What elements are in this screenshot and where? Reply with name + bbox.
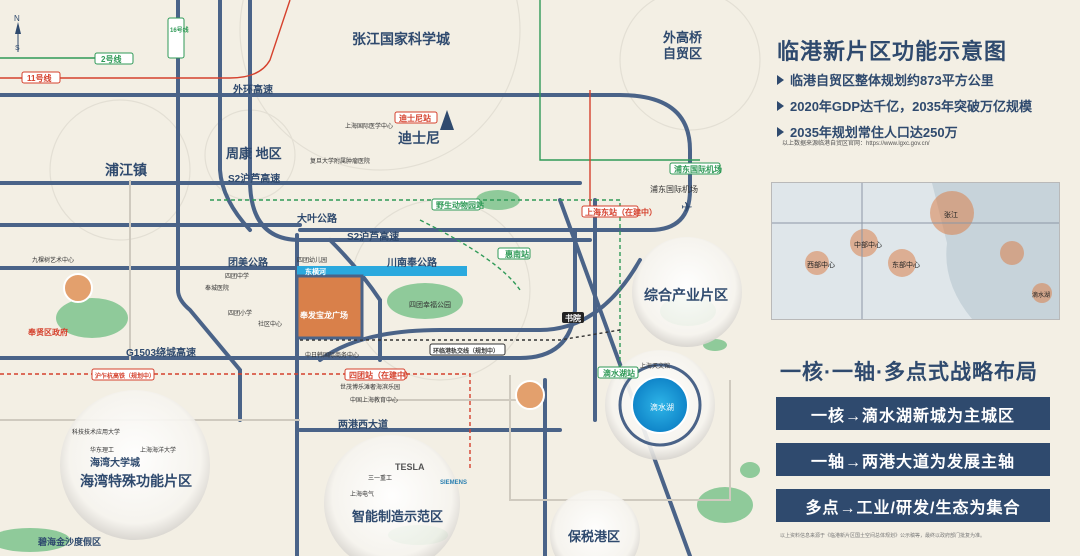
poi-community: 社区中心 bbox=[258, 320, 282, 328]
road-label-g1503: G1503绕城高速 bbox=[126, 346, 196, 359]
poi-project-main: 奉发宝龙广场 bbox=[299, 310, 348, 320]
poi-sany: 三一重工 bbox=[368, 474, 392, 482]
bubble-zonghe bbox=[632, 237, 742, 347]
airplane-icon: ✈ bbox=[681, 199, 693, 215]
poi-bihaijin: 碧海金沙度假区 bbox=[37, 536, 101, 547]
label-zhangjiang: 张江国家科学城 bbox=[352, 31, 450, 47]
poi-fengxian-gov: 奉贤区政府 bbox=[27, 327, 68, 337]
road-vertical-left bbox=[176, 0, 242, 422]
triangle-icon bbox=[777, 127, 784, 137]
inset-map-svg: 张江 东部中心 中部中心 西部中心 滴水湖 bbox=[772, 183, 1059, 319]
bullet-1: 临港自贸区整体规划约873平方公里 bbox=[777, 70, 1032, 89]
poi-hospital-f: 奉城医院 bbox=[205, 284, 229, 292]
poi-sitian-park: 四团幸福公园 bbox=[409, 300, 451, 309]
panel-title: 临港新片区功能示意图 bbox=[777, 39, 1008, 64]
strategy-title: 一核·一轴·多点式战略布局 bbox=[780, 361, 1038, 384]
road-label-chuannan: 川南奉公路 bbox=[386, 256, 438, 269]
poi-shiji: 世茂博乐滩奢海滨乐园 bbox=[340, 383, 400, 391]
triangle-icon bbox=[777, 101, 784, 111]
poi-primary: 四团小学 bbox=[228, 309, 252, 317]
dishui-lake bbox=[631, 376, 689, 434]
inset-dishui: 滴水湖 bbox=[1032, 291, 1050, 299]
label-waigaoqiao-2: 自贸区 bbox=[663, 46, 702, 61]
poi-tianwen: 上海天文馆 bbox=[640, 362, 670, 370]
label-haiwan: 海湾特殊功能片区 bbox=[80, 473, 192, 489]
poi-kindergarten: 四团幼儿园 bbox=[297, 256, 327, 264]
inset-zhangjiang: 张江 bbox=[944, 210, 958, 219]
strategy-box-3: 多点→工业/研发/生态为集合 bbox=[776, 489, 1050, 522]
poi-child: 上海国际医学中心 bbox=[345, 122, 393, 130]
metro-huanlin: 环临港轨交线（规划中） bbox=[433, 347, 499, 355]
label-pujiang: 浦江镇 bbox=[105, 162, 147, 178]
metro-fengxian: 沪乍杭高铁（规划中） bbox=[95, 372, 155, 380]
inset-zhongbu: 中部中心 bbox=[854, 240, 882, 249]
inset-xibu: 西部中心 bbox=[807, 260, 835, 269]
poi-yuehu: 中日韩国际商务中心 bbox=[305, 351, 359, 359]
poi-kejia: 科技技术应用大学 bbox=[72, 428, 120, 436]
panel-bullets: 临港自贸区整体规划约873平方公里 2020年GDP达千亿，2035年突破万亿规… bbox=[777, 70, 1032, 148]
road-label-tuanmei: 团美公路 bbox=[228, 256, 269, 269]
label-disney: 迪士尼 bbox=[398, 130, 440, 146]
compass-icon bbox=[15, 22, 21, 52]
bubble-haiwan bbox=[60, 390, 210, 540]
bullet-3: 2035年规划常住人口达250万 bbox=[777, 122, 1032, 141]
label-baoshui: 保税港区 bbox=[567, 529, 620, 544]
poi-tesla: TESLA bbox=[395, 462, 425, 472]
inset-map: 张江 东部中心 中部中心 西部中心 滴水湖 bbox=[771, 182, 1060, 320]
compass-n: N bbox=[14, 14, 20, 23]
disney-castle-icon bbox=[440, 110, 454, 130]
poi-siemens: SIEMENS bbox=[440, 480, 467, 486]
project-marker-small bbox=[63, 273, 93, 303]
poi-shanghai-univ: 上海海洋大学 bbox=[140, 446, 176, 454]
metro-pudong-airport: 浦东国际机场 bbox=[674, 164, 722, 174]
metro-line11: 11号线 bbox=[27, 73, 51, 83]
poi-jiuji: 九棵树艺术中心 bbox=[32, 256, 74, 264]
triangle-icon bbox=[777, 75, 784, 85]
metro-shanghai-east: 上海东站（在建中） bbox=[585, 207, 657, 217]
poi-huadong: 华东理工 bbox=[90, 446, 114, 454]
road-label-s2-lower: S2沪芦高速 bbox=[347, 230, 399, 243]
label-waigaoqiao-1: 外高桥 bbox=[662, 30, 703, 45]
road-arc bbox=[318, 258, 642, 362]
footnote: 以上资料信息来源于《临港新片区国土空间总体规划》公示稿等，最终以政府部门批复为准… bbox=[780, 533, 986, 539]
road-label-waihuan: 外环高速 bbox=[232, 83, 273, 96]
bullet-2: 2020年GDP达千亿，2035年突破万亿规模 bbox=[777, 96, 1032, 115]
label-zhineng: 智能制造示范区 bbox=[352, 509, 443, 524]
bubble-zhineng bbox=[324, 435, 460, 556]
road-vertical-mid bbox=[218, 0, 252, 232]
metro-line2: 2号线 bbox=[101, 54, 121, 64]
poi-fudan: 复旦大学附属肿瘤医院 bbox=[310, 157, 370, 165]
metro-disney-station: 迪士尼站 bbox=[399, 113, 431, 123]
metro-yesheng: 野生动物园站 bbox=[436, 200, 484, 210]
strategy-box-1: 一核→滴水湖新城为主城区 bbox=[776, 397, 1050, 430]
poi-dianqi: 上海电气 bbox=[350, 490, 374, 498]
metro-dishui-station: 滴水湖站 bbox=[603, 368, 635, 378]
metro-line16: 16号线 bbox=[170, 26, 189, 34]
road-label-daye: 大叶公路 bbox=[297, 212, 338, 225]
compass-s: S bbox=[15, 45, 20, 52]
label-zonghe: 综合产业片区 bbox=[644, 287, 728, 303]
road-label-liangganxi: 两港西大道 bbox=[338, 418, 388, 431]
river-dongfanghe bbox=[297, 266, 467, 276]
project-marker-right bbox=[515, 380, 545, 410]
poi-junior: 四团中学 bbox=[225, 272, 249, 280]
inset-dongfang: 东部中心 bbox=[892, 260, 920, 269]
poi-airport: 浦东国际机场 bbox=[650, 184, 698, 194]
bubble-baoshui bbox=[550, 490, 640, 556]
poi-zhongshang: 中国上海教育中心 bbox=[350, 396, 398, 404]
road-label-s2: S2沪芦高速 bbox=[228, 172, 280, 185]
strategy-box-2: 一轴→两港大道为发展主轴 bbox=[776, 443, 1050, 476]
label-haiwan-univ: 海湾大学城 bbox=[90, 456, 140, 469]
road-waihuan bbox=[0, 93, 692, 232]
metro-sijiao: 四团站（在建中） bbox=[349, 370, 413, 380]
metro-shuyuan: 书院 bbox=[565, 313, 581, 323]
source-note: 以上数据来源临港自贸区官网：https://www.lgxc.gov.cn/ bbox=[782, 141, 930, 147]
road-label-dongfanghe: 东横河 bbox=[305, 267, 326, 276]
metro-huinan: 惠南站 bbox=[505, 249, 529, 259]
project-block bbox=[297, 276, 362, 338]
label-zhoukang: 周康 地区 bbox=[226, 146, 282, 161]
poi-dishui-lake: 滴水湖 bbox=[650, 402, 674, 412]
